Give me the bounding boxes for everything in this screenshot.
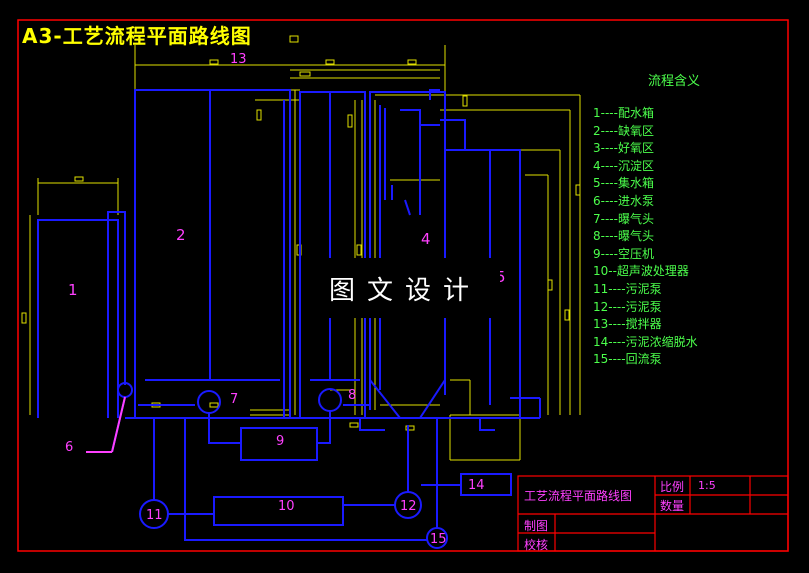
legend-item: 1----配水箱 (593, 106, 654, 120)
label-ultrasonic-10: 10 (278, 499, 295, 514)
label-tank-4: 4 (421, 230, 431, 248)
label-pump-15: 15 (430, 532, 447, 547)
label-pump-6: 6 (65, 440, 73, 455)
legend-item: 15----回流泵 (593, 352, 662, 367)
equipment-lines (37, 89, 541, 549)
watermark: 图文设计 (310, 258, 500, 318)
title-block-quantity-label: 数量 (660, 499, 685, 513)
legend-heading: 流程含义 (648, 74, 701, 89)
title-block (517, 475, 789, 552)
label-aerator-8: 8 (348, 388, 356, 403)
legend-item: 3----好氧区 (593, 141, 654, 156)
drawing-frame (17, 19, 789, 552)
legend-item: 11----污泥泵 (593, 281, 662, 296)
legend-item: 4----沉淀区 (593, 158, 654, 173)
pipe-magenta (86, 396, 126, 453)
drawing-title: A3-工艺流程平面路线图 (22, 24, 252, 48)
legend-item: 7----曝气头 (593, 211, 654, 226)
legend: 1----配水箱 2----缺氧区 3----好氧区 4----沉淀区 5---… (593, 105, 698, 369)
label-tank-5: 5 (496, 268, 506, 286)
title-block-scale-label: 比例 (660, 480, 685, 494)
legend-item: 12----污泥泵 (593, 299, 662, 314)
legend-item: 8----曝气头 (593, 229, 654, 244)
title-block-drawing-name: 工艺流程平面路线图 (524, 489, 633, 503)
legend-item: 14----污泥浓缩脱水 (593, 334, 698, 349)
label-pump-12: 12 (400, 499, 417, 514)
legend-item: 9----空压机 (593, 246, 654, 261)
legend-item: 10--超声波处理器 (593, 264, 689, 279)
title-block-checked-label: 校核 (524, 538, 549, 552)
label-sludge-14: 14 (468, 478, 485, 493)
legend-item: 6----进水泵 (593, 193, 654, 208)
label-tank-1: 1 (68, 281, 78, 299)
label-aerator-7: 7 (230, 392, 238, 407)
label-pump-11: 11 (146, 508, 163, 523)
title-block-drawn-label: 制图 (524, 519, 549, 533)
label-compressor-9: 9 (276, 434, 284, 449)
title-block-scale-value: 1:5 (698, 479, 716, 492)
legend-item: 2----缺氧区 (593, 123, 654, 138)
legend-item: 13----搅拌器 (593, 317, 662, 332)
label-tank-2: 2 (176, 226, 186, 244)
legend-item: 5----集水箱 (593, 176, 654, 191)
label-mixer-13: 13 (230, 52, 247, 67)
